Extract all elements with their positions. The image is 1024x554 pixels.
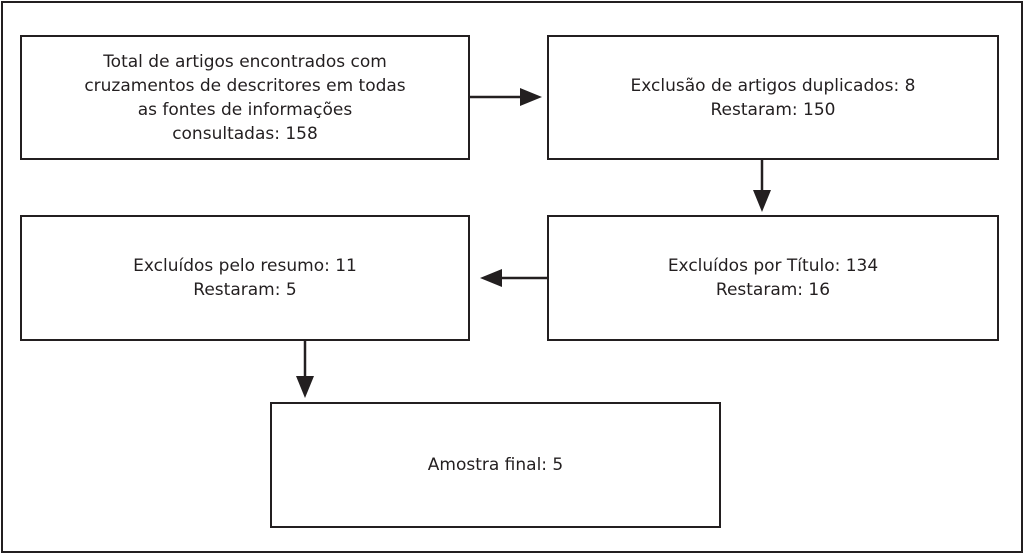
total-articles-text: Total de artigos encontrados com cruzame… [84, 51, 406, 144]
title-excluded-box: Excluídos por Título: 134 Restaram: 16 [547, 215, 999, 341]
final-sample-box: Amostra final: 5 [270, 402, 721, 528]
abstract-excluded-box: Excluídos pelo resumo: 11 Restaram: 5 [20, 215, 470, 341]
final-sample-text: Amostra final: 5 [427, 455, 564, 475]
duplicates-excluded-text: Exclusão de artigos duplicados: 8 Restar… [630, 75, 916, 120]
duplicates-excluded-box: Exclusão de artigos duplicados: 8 Restar… [547, 35, 999, 160]
abstract-excluded-text: Excluídos pelo resumo: 11 Restaram: 5 [133, 256, 357, 300]
total-articles-box: Total de artigos encontrados com cruzame… [20, 35, 470, 160]
title-excluded-text: Excluídos por Título: 134 Restaram: 16 [667, 256, 879, 300]
